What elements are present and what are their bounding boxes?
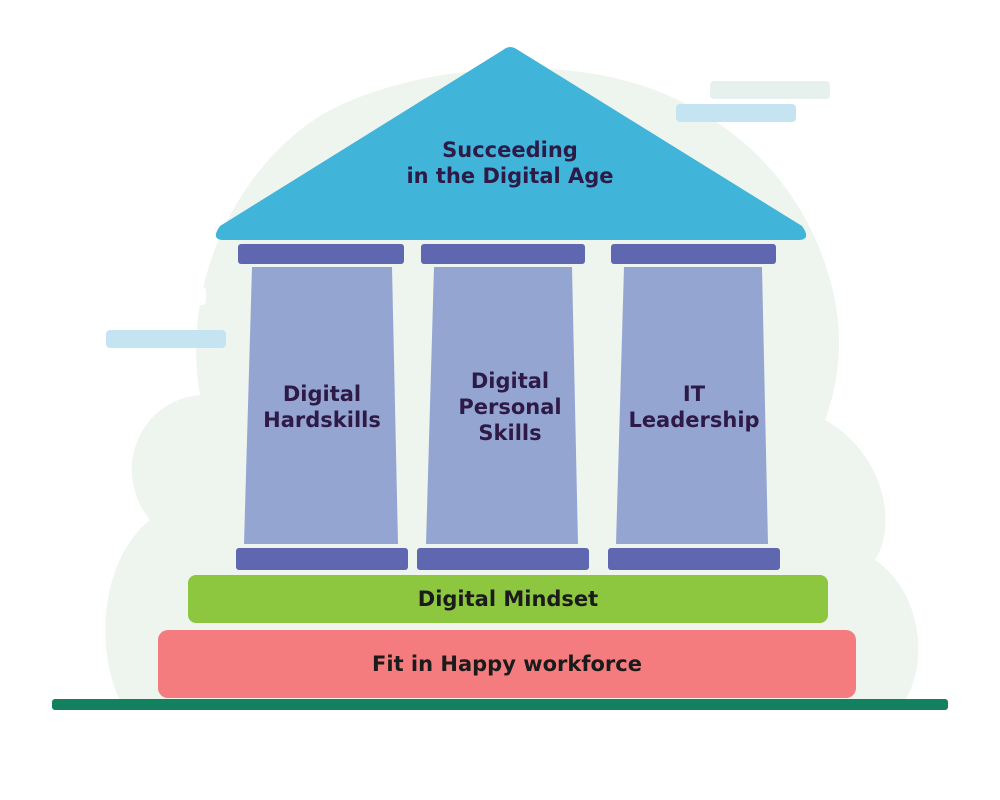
pillar-label-it-leadership: IT Leadership — [628, 381, 760, 432]
pillar-label-personal-skills: Digital Personal Skills — [458, 368, 562, 446]
cloud — [676, 104, 796, 122]
cloud — [140, 287, 206, 305]
roof-label: Succeeding in the Digital Age — [406, 137, 614, 188]
mindset-band — [188, 575, 828, 623]
pillar-top-cap — [611, 244, 776, 264]
roof — [215, 47, 807, 240]
pillar-shaft — [244, 267, 398, 544]
pillar-top-cap — [238, 244, 404, 264]
pillar-base — [417, 548, 589, 570]
pillar-base — [236, 548, 408, 570]
pillar-shaft — [426, 267, 578, 544]
pillar-label-hardskills: Digital Hardskills — [263, 381, 381, 432]
mindset-label: Digital Mindset — [417, 586, 599, 611]
pillar-top-cap — [421, 244, 585, 264]
cloud — [106, 330, 226, 348]
ground-line — [52, 699, 948, 710]
pillar-shaft — [616, 267, 768, 544]
pillar-base — [608, 548, 780, 570]
workforce-band — [158, 630, 856, 698]
cloud — [710, 81, 830, 99]
workforce-label: Fit in Happy workforce — [372, 651, 642, 676]
